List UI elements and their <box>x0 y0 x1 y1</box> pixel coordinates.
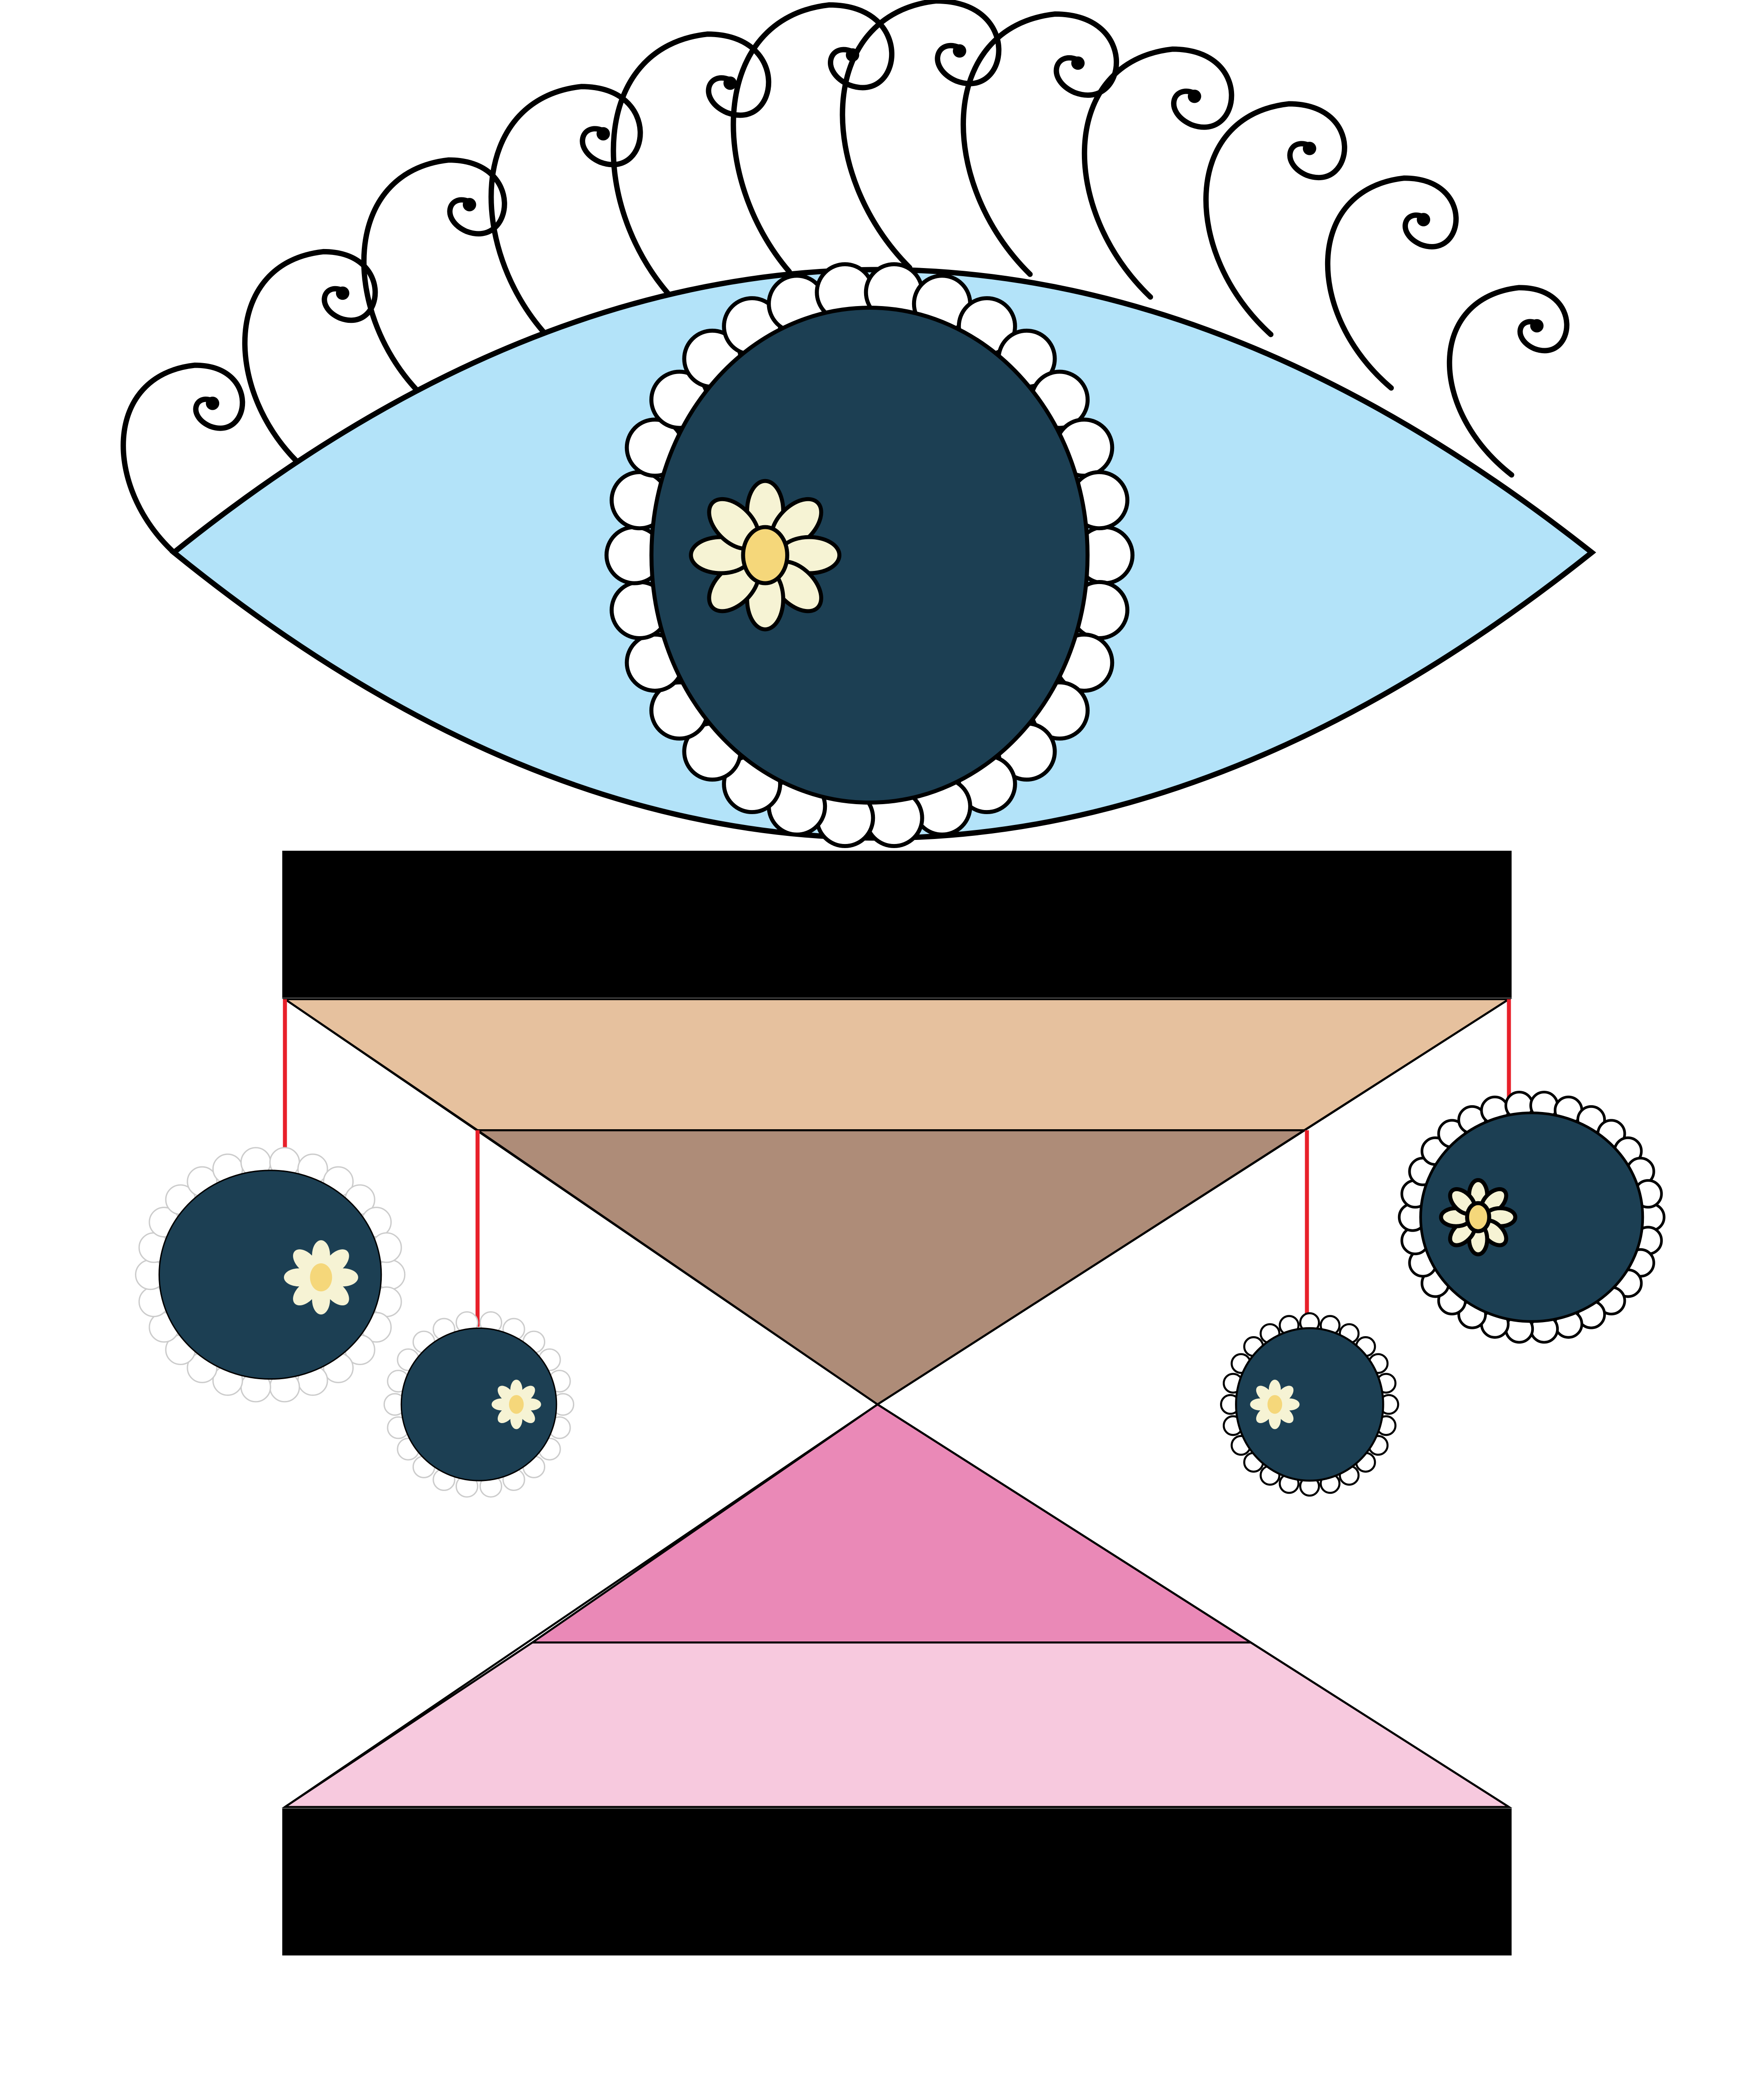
daisy-center <box>509 1395 524 1414</box>
eyelash-curl <box>1325 175 1459 391</box>
daisy-petal <box>293 1249 318 1275</box>
eyelash-curl-dot <box>1187 90 1201 103</box>
daisy-icon <box>689 479 841 632</box>
eyelash-curl <box>840 0 1002 270</box>
iris <box>400 1327 557 1482</box>
eyelash-curl-dot <box>462 198 476 211</box>
daisy-center <box>741 525 789 585</box>
hourglass-right-edge <box>877 998 1510 1405</box>
iris <box>1235 1327 1384 1482</box>
main-iris <box>604 262 1135 849</box>
hanging-ornaments <box>135 999 1666 1498</box>
daisy-petal <box>518 1406 535 1424</box>
daisy-petal <box>497 1386 514 1403</box>
daisy-center <box>1267 1395 1283 1414</box>
daisy-center <box>310 1263 332 1292</box>
eyelash-curl <box>610 31 772 297</box>
eyelash-curl-dot <box>336 286 350 300</box>
eyelash-curl <box>120 362 245 556</box>
eyelash-curl <box>1203 101 1347 337</box>
eyelash-curl <box>488 84 643 337</box>
daisy-petal <box>1277 1406 1294 1424</box>
hourglass-lower-right-edge <box>877 1403 1510 1808</box>
eyelash-curl <box>1446 285 1570 478</box>
iris <box>649 306 1090 805</box>
eyelash-curl-dot <box>206 397 220 410</box>
daisy-center <box>1465 1201 1491 1233</box>
iris <box>159 1170 382 1380</box>
hanging-eye-ornament-icon <box>135 999 406 1403</box>
daisy-petal <box>497 1406 514 1424</box>
eyelash-curl-dot <box>1071 56 1085 70</box>
hanging-eye-ornament-icon <box>1220 1130 1399 1497</box>
eyelash-curl-dot <box>1417 213 1431 226</box>
eyelash-curl <box>242 249 378 465</box>
daisy-petal <box>518 1386 535 1403</box>
eyelash-curl <box>1081 46 1235 300</box>
daisy-icon <box>491 1380 541 1429</box>
eyelash-curl-dot <box>596 127 610 141</box>
brown-triangle <box>474 1129 1308 1406</box>
daisy-petal <box>293 1280 318 1306</box>
eyelashes <box>120 0 1570 556</box>
daisy-icon <box>283 1240 358 1315</box>
top-bar <box>282 850 1512 998</box>
daisy-petal <box>1277 1386 1294 1403</box>
eyelash-curl-dot <box>1530 319 1544 333</box>
hanging-eye-ornament-icon <box>1398 999 1666 1344</box>
eyelash-curl <box>730 2 894 274</box>
daisy-petal <box>324 1249 349 1275</box>
hourglass-lower-left-edge <box>284 1403 878 1808</box>
eyelash-curl <box>361 157 507 393</box>
eyelash-curl-dot <box>1302 142 1316 155</box>
iris <box>1419 1111 1644 1323</box>
daisy-icon <box>1439 1178 1518 1256</box>
bottom-bar <box>282 1808 1512 1956</box>
light-pink-band <box>281 1641 1513 1808</box>
eyelash-curl <box>961 11 1119 277</box>
daisy-icon <box>1250 1380 1300 1429</box>
daisy-petal <box>324 1280 349 1306</box>
daisy-petal <box>1256 1406 1273 1424</box>
hourglass-left-edge <box>284 998 878 1405</box>
hanging-eye-ornament-icon <box>383 1130 575 1498</box>
daisy-petal <box>1256 1386 1273 1403</box>
eyelash-curl-dot <box>953 44 966 58</box>
eyelash-curl-dot <box>723 76 737 90</box>
tan-band <box>281 998 1513 1132</box>
pink-triangle <box>529 1403 1254 1644</box>
